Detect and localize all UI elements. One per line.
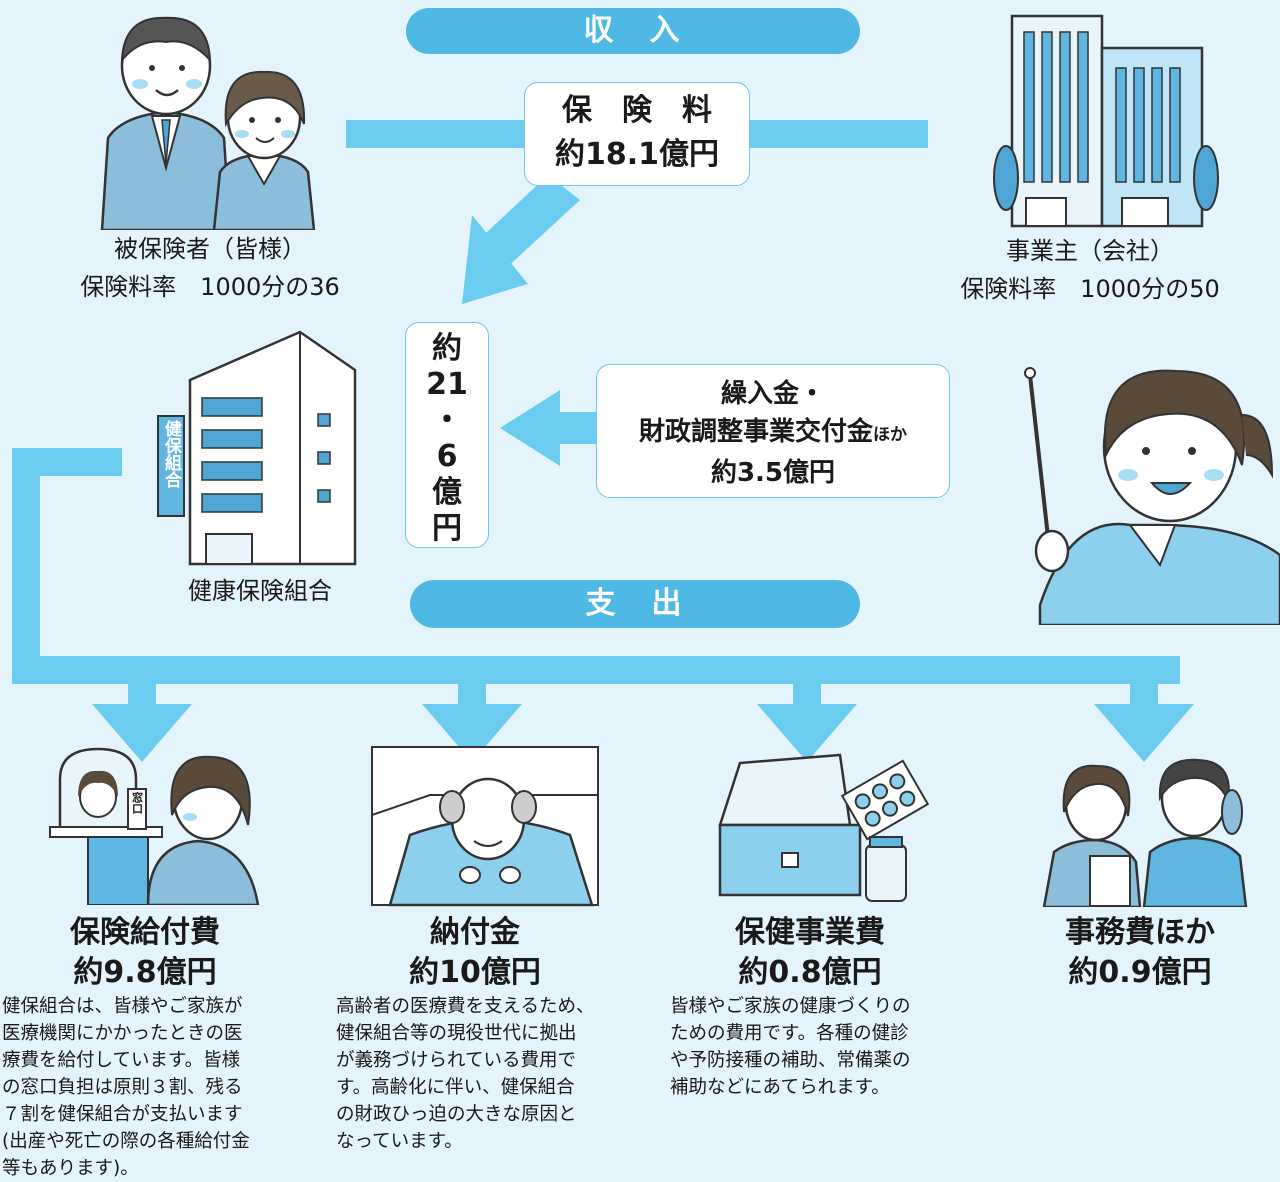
- total-char: ・: [432, 403, 462, 438]
- desc-line: の財政ひっ迫の大きな原因と: [336, 1104, 577, 1125]
- expense-title-3: 保健事業費 約0.8億円: [660, 913, 960, 993]
- total-char: 円: [432, 511, 462, 546]
- transfer-amount: 約3.5億円: [710, 458, 836, 488]
- total-box: 約 21 ・ 6 億 円: [405, 322, 489, 548]
- premium-arrow: [462, 175, 580, 304]
- expense-arrow-3: [757, 684, 857, 762]
- window-sign-text: 窓口: [130, 792, 144, 814]
- union-sign: 健保組合: [158, 420, 184, 494]
- desc-line: (出産や死亡の際の各種給付金: [2, 1131, 250, 1152]
- desc-line: なっています。: [336, 1131, 463, 1152]
- desc-line: 健保組合は、皆様やご家族が: [2, 996, 243, 1017]
- insured-rate: 保険料率 1000分の36: [80, 273, 340, 301]
- desc-line: 補助などにあてられます。: [670, 1077, 890, 1098]
- premium-box: 保 険 料 約18.1億円: [524, 82, 750, 186]
- expense-name: 事務費ほか: [1065, 915, 1215, 950]
- employer-caption: 事業主（会社） 保険料率 1000分の50: [900, 232, 1280, 308]
- insured-couple-illustration: [100, 16, 316, 230]
- desc-line: の窓口負担は原則３割、残る: [2, 1077, 243, 1098]
- expense-title-2: 納付金 約10億円: [325, 913, 625, 993]
- expense-arrow-1: [92, 684, 192, 762]
- total-char: 約: [432, 331, 462, 366]
- transfer-box: 繰入金・ 財政調整事業交付金ほか 約3.5億円: [596, 364, 950, 498]
- expense-header: 支 出: [410, 580, 860, 628]
- desc-line: 医療機関にかかったときの医: [2, 1023, 243, 1044]
- total-char: 億: [432, 475, 462, 510]
- expense-name: 保健事業費: [735, 915, 885, 950]
- union-name: 健康保険組合: [188, 577, 332, 605]
- total-char: 6: [436, 439, 458, 474]
- employer-name: 事業主（会社）: [1006, 237, 1174, 265]
- desc-line: や予防接種の補助、常備薬の: [670, 1050, 911, 1071]
- hospital-bed-illustration: [371, 746, 599, 907]
- presenter-illustration: [1024, 367, 1280, 625]
- expense-title-1: 保険給付費 約9.8億円: [0, 913, 290, 993]
- medicine-box-illustration: [718, 753, 930, 902]
- reception-desk-illustration: [49, 747, 260, 905]
- expense-arrow-2: [422, 684, 522, 762]
- office-workers-illustration: [1042, 758, 1248, 907]
- expense-name: 保険給付費: [70, 915, 220, 950]
- employer-building-illustration: [993, 14, 1219, 228]
- insured-name: 被保険者（皆様）: [114, 235, 306, 263]
- desc-line: が義務づけられている費用で: [336, 1050, 576, 1071]
- desc-line: 健保組合等の現役世代に拠出: [336, 1023, 577, 1044]
- expense-desc-3: 皆様やご家族の健康づくりの ための費用です。各種の健診 や予防接種の補助、常備薬…: [670, 993, 970, 1101]
- union-building-illustration: [157, 330, 357, 566]
- window-sign: 窓口: [129, 792, 145, 817]
- expense-amount: 約10億円: [409, 955, 541, 990]
- transfer-arrow: [500, 390, 598, 466]
- employer-rate: 保険料率 1000分の50: [960, 275, 1220, 303]
- expense-connector: [12, 448, 1180, 684]
- premium-label: 保 険 料: [562, 93, 712, 128]
- desc-line: ７割を健保組合が支払います: [2, 1104, 243, 1125]
- desc-line: す。高齢化に伴い、健保組合: [336, 1077, 575, 1098]
- desc-line: 等もあります)。: [2, 1158, 139, 1179]
- desc-line: 療費を給付しています。皆様: [2, 1050, 241, 1071]
- total-char: 21: [426, 367, 468, 402]
- expense-amount: 約0.9億円: [1068, 955, 1212, 990]
- premium-amount: 約18.1億円: [554, 137, 720, 172]
- expense-title-4: 事務費ほか 約0.9億円: [1000, 913, 1280, 993]
- transfer-line1: 繰入金・: [720, 379, 825, 409]
- union-sign-text: 健保組合: [161, 420, 181, 488]
- expense-desc-1: 健保組合は、皆様やご家族が 医療機関にかかったときの医 療費を給付しています。皆…: [2, 993, 292, 1182]
- income-header: 収 入: [406, 8, 860, 54]
- expense-amount: 約0.8億円: [738, 955, 882, 990]
- desc-line: 皆様やご家族の健康づくりの: [670, 996, 911, 1017]
- desc-line: ための費用です。各種の健診: [670, 1023, 909, 1044]
- expense-arrow-4: [1094, 684, 1194, 762]
- transfer-line2: 財政調整事業交付金ほか: [638, 417, 907, 447]
- insured-caption: 被保険者（皆様） 保険料率 1000分の36: [30, 230, 390, 306]
- expense-desc-2: 高齢者の医療費を支えるため、 健保組合等の現役世代に拠出 が義務づけられている費…: [336, 993, 636, 1155]
- desc-line: 高齢者の医療費を支えるため、: [336, 996, 595, 1017]
- expense-name: 納付金: [430, 915, 520, 950]
- expense-amount: 約9.8億円: [73, 955, 217, 990]
